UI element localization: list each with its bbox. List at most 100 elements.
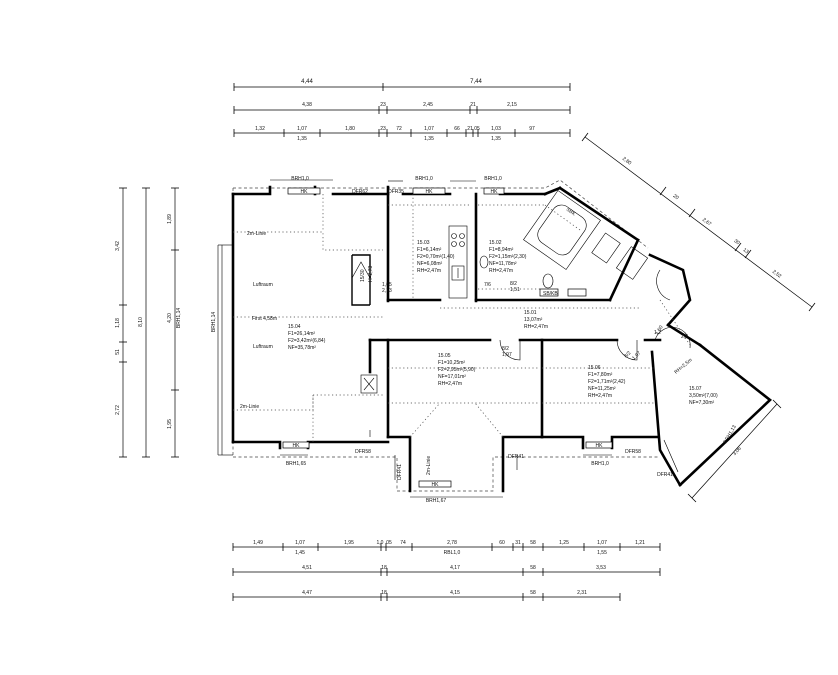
window-markers <box>270 179 612 498</box>
dimension-chain-diagonal: 2,80 20 2,67 30 13 2,52 <box>581 132 816 312</box>
two-meter-line-label: 2m-Linie <box>426 456 432 475</box>
room-text: 3,50m²(7,00) <box>689 393 718 399</box>
dim-text: 4,47 <box>302 590 312 596</box>
dfr-text: DFR41 <box>508 454 524 460</box>
dim-text: 66 <box>454 126 460 132</box>
dim-text: 72 <box>396 126 402 132</box>
dimension-chain-bottom-2: 4,51 18 4,17 58 3,53 <box>232 565 661 576</box>
brh-text: BRH1,13 <box>722 424 737 445</box>
dim-text: BRH1,14 <box>176 308 182 329</box>
misc-text: 2,2 <box>681 334 688 340</box>
door-swings <box>499 269 691 361</box>
room-text: NF=11,25m² <box>588 386 616 392</box>
dim-text: 1,18 <box>115 318 121 328</box>
dim-text: 8,10 <box>138 317 144 327</box>
stair-label: H=2,73 <box>368 266 374 282</box>
dim-text: 1,07 <box>297 126 307 132</box>
dim-text: 74 <box>400 540 406 546</box>
misc-text: 8/2 <box>623 350 632 359</box>
dimension-chain-left-2: 8,10 <box>138 187 150 458</box>
room-text: 15.01 <box>524 310 537 316</box>
room-text: RH=2,47m <box>417 268 441 274</box>
dim-text: 1,07 <box>597 540 607 546</box>
dim-text: 1,21 <box>635 540 645 546</box>
dim-text: 23 <box>380 102 386 108</box>
dim-text: 97 <box>529 126 535 132</box>
plan-annotations: 2m-Linie 2m-Linie 2m-Linie Luftraum Luft… <box>240 207 694 475</box>
misc-text: 1,51 <box>510 287 520 293</box>
brh-text: BRH1,14 <box>211 312 217 333</box>
dim-text: 60 <box>499 540 505 546</box>
dimension-chain-right: 3,06 <box>687 399 782 503</box>
room-15-06: 15.06 F1=7,80m² F2=1,71m²(2,42) NF=11,25… <box>588 365 626 399</box>
dim-text: 1,49 <box>253 540 263 546</box>
two-meter-line-label: 2m-Linie <box>247 231 266 237</box>
dim-text: 2,45 <box>423 102 433 108</box>
room-text: F2=3,42m²(6,84) <box>288 338 326 344</box>
misc-text: 1,50 <box>655 324 665 336</box>
dim-text: 4,38 <box>302 102 312 108</box>
room-text: 15.04 <box>288 324 301 330</box>
dim-text: 4,15 <box>450 590 460 596</box>
dim-text: 20 <box>672 193 680 201</box>
dim-text: 1,35 <box>491 136 501 142</box>
room-15-03: 15.03 F1=6,14m² F2=0,70m²(1,40) NF=6,08m… <box>417 240 455 274</box>
room-text: 15.06 <box>588 365 601 371</box>
dimension-chain-top-3: 1,32 1,07 1,80 23 72 1,07 66 21 05 1,03 … <box>233 126 571 142</box>
dim-text: 05 <box>474 126 480 132</box>
dim-text: 3,53 <box>596 565 606 571</box>
room-text: 15.07 <box>689 386 702 392</box>
dim-text: 21 <box>470 102 476 108</box>
room-text: NF=6,08m² <box>417 261 442 267</box>
first-line-label: First 4,58m <box>252 316 277 322</box>
dim-text: 58 <box>530 590 536 596</box>
dim-text: 18 <box>381 565 387 571</box>
dim-text: 13 <box>742 247 750 255</box>
dim-text: 1,07 <box>424 126 434 132</box>
bathroom-fixtures <box>479 190 649 297</box>
dim-text: 4,20 <box>167 313 173 323</box>
hk-label: HK <box>432 482 440 488</box>
room-text: 15.05 <box>438 353 451 359</box>
room-text: NF=7,30m² <box>689 400 714 406</box>
room-text: F1=26,14m² <box>288 331 315 337</box>
dim-text: 1,03 <box>491 126 501 132</box>
dim-text: 2,78 <box>447 540 457 546</box>
hk-label: HK <box>426 189 434 195</box>
misc-text: 7/6 <box>484 282 491 288</box>
hk-label: HK <box>491 189 499 195</box>
two-meter-lines <box>233 194 691 442</box>
dim-text: RBL1,0 <box>444 550 461 556</box>
dfr-text: DFR58 <box>625 449 641 455</box>
dim-text: 21 <box>467 126 473 132</box>
misc-text: 8/2 <box>510 281 517 287</box>
room-text: RH=2,47m <box>588 393 612 399</box>
room-15-04: 15.04 F1=26,14m² F2=3,42m²(6,84) NF=35,7… <box>288 324 326 351</box>
dim-text: 1,45 <box>295 550 305 556</box>
dim-text: 18 <box>381 590 387 596</box>
room-text: 15.03 <box>417 240 430 246</box>
dim-text: 05 <box>386 540 392 546</box>
room-text: RH=2,47m <box>438 381 462 387</box>
room-text: NF=35,78m² <box>288 345 316 351</box>
dim-text: 1,35 <box>424 136 434 142</box>
misc-text: 8/2 <box>502 346 509 352</box>
brh-text: BRH1,0 <box>591 461 609 467</box>
room-text: F1=7,80m² <box>588 372 613 378</box>
misc-text: 2,13 <box>382 288 392 294</box>
hk-label: HK <box>301 189 309 195</box>
room-text: 13,07m² <box>524 317 543 323</box>
stair-marker <box>351 261 371 279</box>
dim-text: 51 <box>115 349 121 355</box>
room-15-07: 15.07 3,50m²(7,00) NF=7,30m² <box>689 386 718 406</box>
dim-text: 1,35 <box>297 136 307 142</box>
dim-text: 7,44 <box>470 79 482 85</box>
dimension-chain-bottom-3: 4,47 18 4,15 58 2,31 <box>232 590 621 601</box>
room-15-01: 15.01 13,07m² RH=2,47m <box>524 310 548 330</box>
brh-text: BRH1,0 <box>484 176 502 182</box>
dim-text: 2,72 <box>115 405 121 415</box>
dim-text: 2,15 <box>507 102 517 108</box>
dim-text: 1,80 <box>345 126 355 132</box>
room-text: RH=2,47m <box>524 324 548 330</box>
